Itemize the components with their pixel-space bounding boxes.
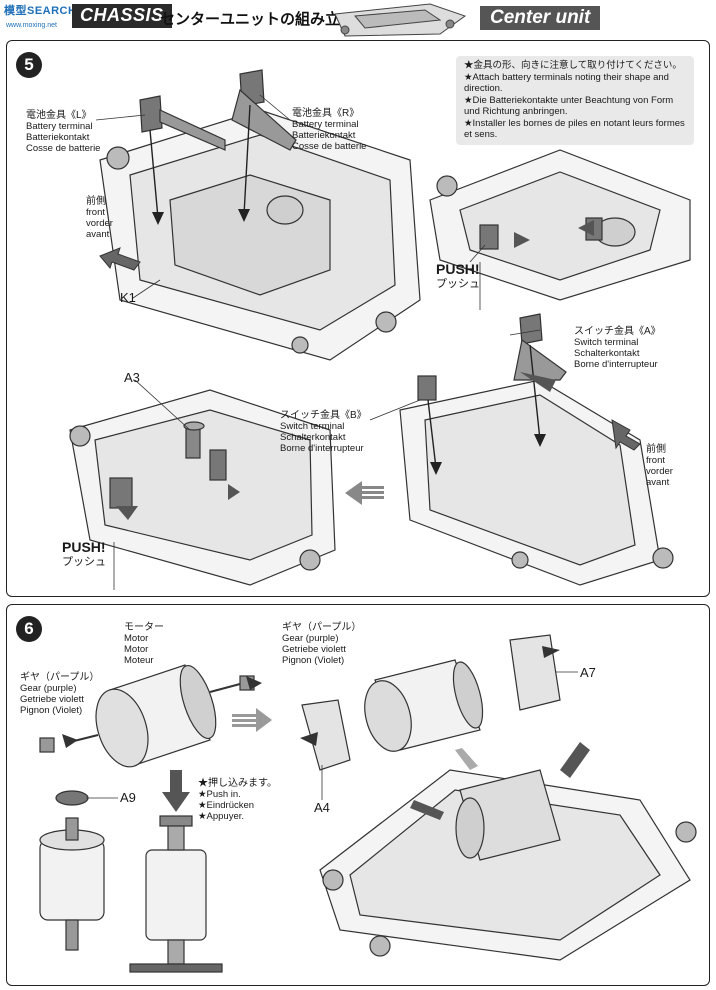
part-a4-label: A4 [314,800,330,815]
battery-terminal-r-label: 電池金具《R》 Battery terminal Batteriekontakt… [292,108,367,152]
part-a3-label: A3 [124,370,140,385]
dotted-arrow-left-icon [345,481,384,505]
page-header: 模型SEARCH www.moxing.net CHASSIS センターユニット… [0,0,716,38]
header-chassis-thumbnail [334,3,467,37]
switch-terminal-a-label: スイッチ金具《A》 Switch terminal Schalterkontak… [574,326,661,370]
push-arrow-upper-left-icon [514,232,530,248]
step-5-notes: ★金具の形、向きに注意して取り付けてください。 ★Attach battery … [456,56,694,145]
front-arrow-left-icon [99,247,141,271]
push-in-instructions: ★押し込みます。 ★Push in. ★Eindrücken ★Appuyer. [198,778,277,822]
section-title-jp: センターユニットの組み立て [160,11,356,28]
step-5-number: 5 [16,52,42,78]
front-label-right: 前側 front vorder avant [646,444,673,488]
part-k1-label: K1 [120,290,136,305]
front-label-left: 前側 front vorder avant [86,196,113,240]
section-title-en: Center unit [480,6,601,30]
battery-terminal-l-label: 電池金具《L》 Battery terminal Batteriekontakt… [26,110,101,154]
step-5-illustration [69,69,691,590]
switch-terminal-b-label: スイッチ金具《B》 Switch terminal Schalterkontak… [280,410,367,454]
watermark-url: www.moxing.net [6,22,57,29]
part-a7-label: A7 [580,665,596,680]
note-fr: ★Installer les bornes de piles en notant… [464,117,685,141]
watermark-logo: 模型SEARCH [4,5,77,17]
step-6-number: 6 [16,616,42,642]
push-label-lower: PUSH! プッシュ [62,539,106,569]
push-label-upper: PUSH! プッシュ [436,261,480,291]
motor-label: モーター Motor Motor Moteur [124,622,164,666]
front-arrow-right-icon [611,419,641,451]
part-a9-label: A9 [120,790,136,805]
section-label: CHASSIS [72,4,172,28]
gear-right-label: ギヤ（パープル） Gear (purple) Getriebe violett … [282,622,362,666]
note-de: ★Die Batteriekontakte unter Beachtung vo… [464,94,674,118]
note-en: ★Attach battery terminals noting their s… [464,71,669,95]
battery-terminal-l-shape [139,95,163,133]
gear-left-label: ギヤ（パープル） Gear (purple) Getriebe violett … [20,672,100,716]
note-jp: ★金具の形、向きに注意して取り付けてください。 [464,60,682,71]
